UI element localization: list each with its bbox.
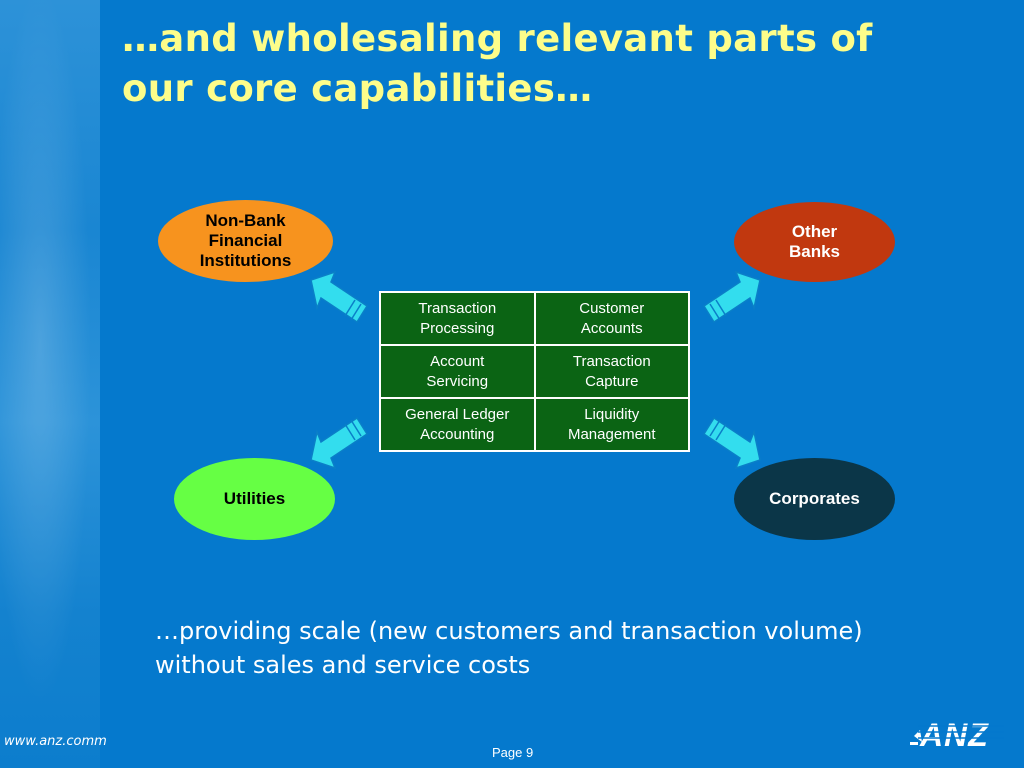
arrow-to-utilities-icon	[310, 416, 369, 470]
arrow-to-other-banks-icon	[702, 270, 761, 324]
segment-label: Corporates	[769, 489, 860, 508]
segment-other-banks: Other Banks	[734, 202, 895, 282]
slide-title: …and wholesaling relevant parts of our c…	[122, 14, 1002, 114]
segment-utilities: Utilities	[174, 458, 335, 540]
summary-line-2: without sales and service costs	[155, 651, 531, 679]
footer-url: www.anz.comm	[4, 734, 107, 749]
capability-cell: Customer Accounts	[534, 292, 689, 345]
arrow-to-nbfi-icon	[310, 270, 369, 324]
anz-logo-icon: ANZ	[910, 717, 1004, 752]
capability-cell: Account Servicing	[380, 345, 535, 398]
summary-text: …providing scale (new customers and tran…	[155, 614, 1015, 682]
segment-label: Utilities	[223, 489, 286, 508]
capability-cell: Transaction Capture	[534, 345, 689, 398]
arrow-to-corporates-icon	[702, 416, 761, 470]
title-line-2: our core capabilities…	[122, 67, 593, 110]
page-number: Page 9	[492, 745, 534, 760]
segment-label: Non-Bank Financial Institutions	[199, 211, 292, 270]
left-decorative-band	[0, 0, 100, 768]
capability-cell: General Ledger Accounting	[380, 398, 535, 451]
segment-label: Other Banks	[788, 222, 841, 261]
logo-text: ANZ	[919, 717, 989, 752]
capability-cell: Liquidity Management	[534, 398, 689, 451]
summary-line-1: …providing scale (new customers and tran…	[155, 617, 863, 645]
segment-non-bank-financial-institutions: Non-Bank Financial Institutions	[158, 200, 333, 282]
capability-cell: Transaction Processing	[380, 292, 535, 345]
core-capabilities-grid: Transaction Processing Customer Accounts…	[379, 291, 690, 452]
title-line-1: …and wholesaling relevant parts of	[122, 17, 873, 60]
segment-corporates: Corporates	[734, 458, 895, 540]
